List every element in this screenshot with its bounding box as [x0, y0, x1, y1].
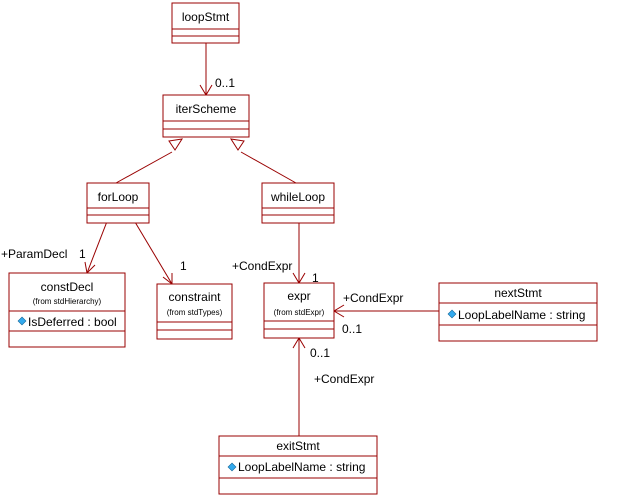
edge-exitstmt-expr — [292, 337, 306, 436]
class-name: whileLoop — [270, 190, 325, 204]
class-name: nextStmt — [494, 286, 542, 300]
class-exitstmt[interactable]: exitStmt LoopLabelName : string — [218, 435, 378, 495]
class-name: exitStmt — [276, 439, 320, 453]
role-label: +CondExpr — [343, 291, 403, 305]
class-package: (from stdTypes) — [167, 308, 223, 317]
public-attribute-icon — [17, 316, 27, 326]
edge-forloop-constraint — [134, 221, 173, 286]
edge-forloop-iterscheme-generalization — [115, 138, 184, 184]
class-name: loopStmt — [182, 10, 230, 24]
role-label: +CondExpr — [232, 259, 292, 273]
class-nextstmt[interactable]: nextStmt LoopLabelName : string — [438, 282, 598, 342]
multiplicity-label: 1 — [180, 259, 187, 273]
class-name: iterScheme — [176, 102, 237, 116]
role-label: +ParamDecl — [1, 247, 67, 261]
class-iterscheme[interactable]: iterScheme — [162, 94, 250, 138]
class-constdecl[interactable]: constDecl (from stdHierarchy) IsDeferred… — [8, 272, 126, 348]
public-attribute-icon — [447, 309, 457, 319]
class-attribute: IsDeferred : bool — [28, 315, 117, 329]
class-whileloop[interactable]: whileLoop — [261, 182, 335, 224]
edge-whileloop-iterscheme-generalization — [229, 138, 297, 184]
class-name: expr — [287, 289, 310, 303]
class-package: (from stdExpr) — [274, 308, 325, 317]
class-loopstmt[interactable]: loopStmt — [171, 2, 240, 44]
role-label: +CondExpr — [314, 372, 374, 386]
class-forloop[interactable]: forLoop — [86, 182, 150, 224]
multiplicity-label: 1 — [79, 247, 86, 261]
class-name: forLoop — [98, 190, 139, 204]
multiplicity-label: 0..1 — [215, 76, 235, 90]
class-name: constraint — [168, 290, 221, 304]
edge-whileloop-expr — [292, 222, 306, 284]
class-expr[interactable]: expr (from stdExpr) — [263, 282, 335, 339]
multiplicity-label: 0..1 — [342, 322, 362, 336]
class-attribute: LoopLabelName : string — [238, 460, 365, 474]
class-package: (from stdHierarchy) — [33, 297, 102, 306]
edge-loopstmt-iterscheme — [199, 43, 213, 96]
class-attribute: LoopLabelName : string — [458, 308, 585, 322]
multiplicity-label: 1 — [312, 271, 319, 285]
class-name: constDecl — [41, 280, 94, 294]
edge-nextstmt-expr — [333, 304, 439, 318]
multiplicity-label: 0..1 — [310, 346, 330, 360]
public-attribute-icon — [227, 462, 237, 472]
class-constraint[interactable]: constraint (from stdTypes) — [156, 283, 233, 340]
